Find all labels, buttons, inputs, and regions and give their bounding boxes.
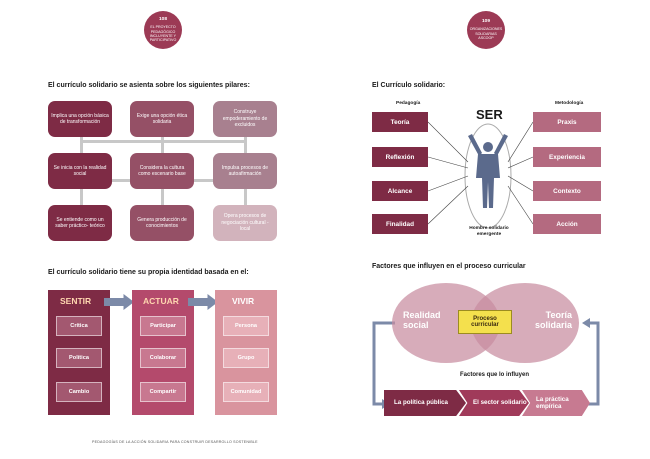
teoria-label: Teoría solidaria [534,310,572,331]
actuar-title: ACTUAR [143,296,179,306]
person-caption: Hombre solidario emergente [469,226,509,237]
ser-ellipse [464,123,512,229]
connector-line [507,175,534,192]
sentir-title: SENTIR [60,296,92,306]
pillar-card: Impulsa procesos de autoafirmación [213,153,277,189]
pedagogia-box: Reflexión [372,147,428,167]
page-footer: PEDAGOGÍAS DE LA ACCIÓN SOLIDARIA PARA C… [92,440,258,444]
influence-label: Factores que lo influyen [460,372,530,378]
connector-line [427,156,469,169]
metodologia-box: Acción [533,214,601,234]
sentir-item: Crítica [56,316,102,336]
ser-label: SER [476,107,503,122]
actuar-item: Compartir [140,382,186,402]
metodologia-box: Contexto [533,181,601,201]
factor-chevron: El sector solidario [459,390,529,416]
pillar-card: Se inicia con la realidad social [48,153,112,189]
pillar-card: Genera producción de conocimientos [130,205,194,241]
pedagogia-box: Alcance [372,181,428,201]
identity-heading: El currículo solidario tiene su propia i… [48,269,249,276]
feedback-arrow-left [372,321,395,406]
pillar-card: Considera la cultura como escenario base [130,153,194,189]
vivir-item: Comunidad [223,382,269,402]
vivir-item: Persona [223,316,269,336]
vivir-title: VIVIR [232,296,255,306]
vivir-item: Grupo [223,348,269,368]
connector-line [507,121,534,163]
connector-line [427,185,469,225]
pedagogia-label: Pedagogía [396,101,421,106]
realidad-label: Realidad social [403,310,441,331]
pillar-card: Implica una opción básica de transformac… [48,101,112,137]
actuar-item: Participar [140,316,186,336]
proceso-box: Proceso curricular [458,310,512,334]
connector-line [427,121,469,163]
pillar-card: Se entiende como un saber práctico- teór… [48,205,112,241]
page-badge-left: 108 EL PROYECTO PEDAGÓGICO INCLUYENTE Y … [144,11,182,49]
metodologia-box: Praxis [533,112,601,132]
curriculo-heading: El Currículo solidario: [372,82,446,89]
connector-line [427,175,469,192]
feedback-arrow-right [588,321,600,406]
arrowhead-icon [582,318,590,328]
pedagogia-box: Finalidad [372,214,428,234]
sentir-item: Cambio [56,382,102,402]
person-icon [468,134,508,208]
page-badge-right: 109 ORGANIZACIONES SOLIDARIAS ASCOOP [467,11,505,49]
metodologia-label: Metodología [555,101,584,106]
connector-line [507,156,534,169]
connector-line [507,185,534,225]
factor-chevron: La práctica empírica [522,390,590,416]
factor-chevron: La política pública [384,390,466,416]
arrow-right-icon [188,294,218,310]
metodologia-box: Experiencia [533,147,601,167]
actuar-item: Colaborar [140,348,186,368]
pillar-card: Opera procesos de negociación cultural -… [213,205,277,241]
pillar-card: Exige una opción ética solidaria [130,101,194,137]
pillars-heading: El currículo solidario se asienta sobre … [48,82,250,89]
pedagogia-box: Teoría [372,112,428,132]
sentir-item: Política [56,348,102,368]
pillar-card: Construye empoderamiento de excluidos [213,101,277,137]
factors-heading: Factores que influyen en el proceso curr… [372,263,526,270]
arrow-right-icon [104,294,134,310]
